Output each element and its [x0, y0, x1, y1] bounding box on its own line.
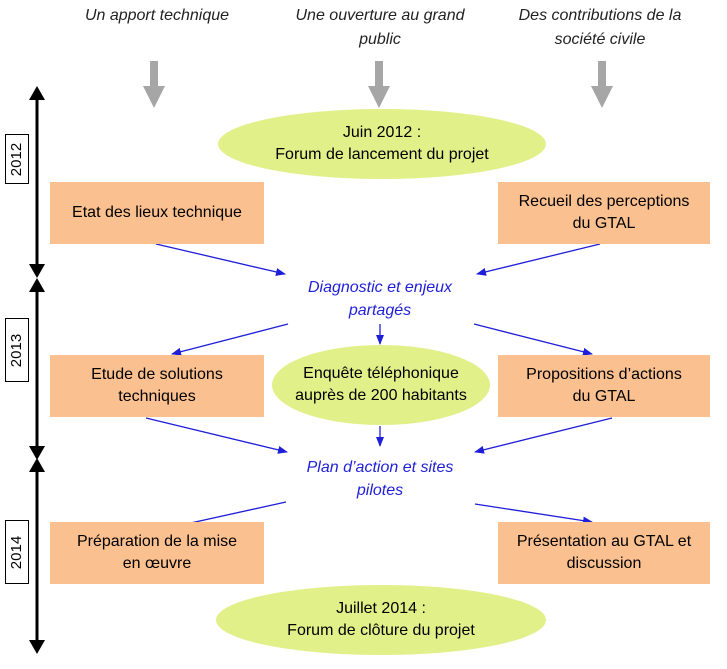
- etude-line2: techniques: [118, 388, 196, 405]
- plan-action-label: Plan d’action et sites pilotes: [270, 456, 490, 502]
- year-label-2014: 2014: [5, 520, 29, 584]
- arrow-etat-to-diagnostic: [155, 243, 286, 276]
- header-public: Une ouverture au grand public: [295, 7, 465, 48]
- propositions-line1: Propositions d’actions: [526, 366, 682, 383]
- timeline-2013: [29, 278, 45, 460]
- etat-des-lieux-box: Etat des lieux technique: [50, 182, 264, 244]
- preparation-line2: en œuvre: [122, 555, 192, 572]
- recueil-perceptions-box: Recueil des perceptions du GTAL: [498, 182, 710, 244]
- recueil-line2: du GTAL: [572, 215, 636, 232]
- propositions-actions-box: Propositions d’actions du GTAL: [498, 355, 710, 417]
- diagnostic-line1: Diagnostic et enjeux: [307, 279, 453, 296]
- year-label-2013: 2013: [5, 318, 29, 382]
- launch-forum-title: Forum de lancement du projet: [275, 146, 489, 163]
- arrow-plan-to-presentation: [474, 503, 593, 525]
- survey-ellipse: Enquête téléphonique auprès de 200 habit…: [272, 345, 490, 425]
- closing-forum-title: Forum de clôture du projet: [287, 622, 475, 639]
- survey-line1: Enquête téléphonique: [303, 365, 459, 382]
- etat-des-lieux-label: Etat des lieux technique: [72, 204, 242, 221]
- arrow-diagnostic-to-etude: [171, 323, 289, 356]
- preparation-line1: Préparation de la mise: [76, 533, 238, 550]
- survey-line2: auprès de 200 habitants: [295, 387, 467, 404]
- propositions-line2: du GTAL: [572, 388, 636, 405]
- grey-arrow-societe: [591, 61, 613, 108]
- plan-line2: pilotes: [356, 482, 404, 499]
- timeline-2012: [29, 86, 45, 278]
- grey-arrow-technique: [143, 61, 165, 108]
- presentation-box: Présentation au GTAL et discussion: [498, 522, 710, 584]
- diagnostic-line2: partagés: [348, 302, 412, 319]
- diagnostic-label: Diagnostic et enjeux partagés: [270, 276, 490, 322]
- closing-forum-date: Juillet 2014 :: [336, 600, 426, 617]
- etude-line1: Etude de solutions: [91, 366, 223, 383]
- timeline-2014: [29, 458, 45, 654]
- plan-line1: Plan d’action et sites: [306, 459, 454, 476]
- arrow-recueil-to-diagnostic: [476, 243, 601, 276]
- etude-solutions-box: Etude de solutions techniques: [50, 355, 264, 417]
- presentation-line2: discussion: [566, 555, 642, 572]
- presentation-line1: Présentation au GTAL et: [516, 533, 692, 550]
- closing-forum-ellipse: Juillet 2014 : Forum de clôture du proje…: [216, 585, 546, 655]
- arrow-propositions-to-plan: [474, 417, 613, 454]
- arrow-etude-to-plan: [145, 417, 288, 454]
- header-societe: Des contributions de la société civile: [518, 7, 682, 48]
- header-technique: Un apport technique: [84, 7, 230, 24]
- launch-forum-ellipse: Juin 2012 : Forum de lancement du projet: [218, 109, 546, 179]
- arrow-diagnostic-to-propositions: [473, 323, 593, 356]
- year-label-2012: 2012: [5, 134, 29, 184]
- grey-arrow-public: [368, 61, 390, 108]
- recueil-line1: Recueil des perceptions: [518, 193, 690, 210]
- launch-forum-date: Juin 2012 :: [342, 124, 422, 141]
- preparation-box: Préparation de la mise en œuvre: [50, 522, 264, 584]
